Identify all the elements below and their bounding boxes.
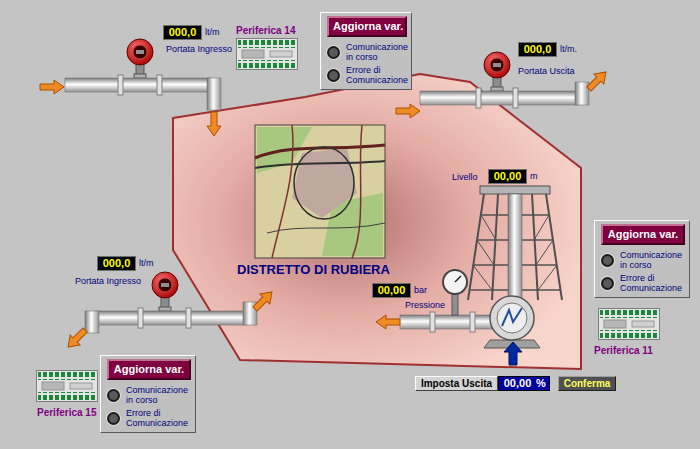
confirm-button: Conferma [558, 376, 616, 391]
status-row: Errore di Comunicazione [601, 273, 685, 293]
status-text: Errore di Comunicazione [346, 65, 408, 85]
field-label: lt/m [139, 258, 154, 269]
field-label: Livello [452, 172, 478, 183]
value-text: 000,0 [103, 257, 131, 269]
value-text: Imposta Uscita [421, 378, 492, 389]
comm-panel: Aggiorna var. Comunicazione in corsoError… [100, 355, 196, 433]
field-label: bar [414, 285, 427, 296]
status-row: Errore di Comunicazione [327, 65, 407, 85]
status-row: Comunicazione in corso [107, 385, 191, 405]
field-label: lt/m. [560, 44, 577, 55]
status-row: Errore di Comunicazione [107, 408, 191, 428]
status-row: Comunicazione in corso [601, 250, 685, 270]
unit-label: % [535, 376, 550, 391]
status-text: Comunicazione in corso [126, 385, 191, 405]
value-display: 00,00 [488, 169, 527, 184]
status-row: Comunicazione in corso [327, 42, 407, 62]
value-text: 00,00 [378, 284, 406, 296]
value-display: 000,0 [518, 42, 557, 57]
status-led [327, 69, 340, 82]
setpoint-input: 00,00 [498, 376, 535, 391]
field-label: m [530, 171, 538, 182]
update-button-text: Aggiorna var. [327, 16, 407, 37]
status-led [107, 389, 120, 402]
field-label: Portata Uscita [518, 66, 575, 77]
value-text: Conferma [564, 378, 611, 389]
status-led [601, 254, 614, 267]
device-name: Periferica 15 [37, 407, 97, 419]
status-led [327, 46, 340, 59]
status-led [601, 277, 614, 290]
field-label: Portata Ingresso [166, 44, 232, 55]
update-button-text: Aggiorna var. [601, 224, 685, 245]
field-label: Pressione [405, 300, 445, 311]
comm-panel: Aggiorna var. Comunicazione in corsoError… [594, 220, 690, 298]
command-button: Imposta Uscita [415, 376, 498, 391]
status-text: Comunicazione in corso [346, 42, 408, 62]
value-text: 00,00 [504, 377, 532, 389]
district-title: DISTRETTO DI RUBIERA [237, 262, 390, 278]
device-name: Periferica 11 [594, 345, 653, 357]
status-text: Comunicazione in corso [620, 250, 685, 270]
field-label: Portata Ingresso [75, 276, 141, 287]
plc-device [599, 309, 660, 340]
value-display: 000,0 [163, 25, 202, 40]
field-label: lt/m [205, 27, 220, 38]
status-led [107, 412, 120, 425]
value-display: 00,00 [372, 283, 411, 298]
value-display: 000,0 [97, 256, 136, 271]
district-map [255, 125, 385, 258]
comm-panel: Aggiorna var. Comunicazione in corsoError… [320, 12, 412, 90]
value-text: 000,0 [524, 43, 552, 55]
status-text: Errore di Comunicazione [126, 408, 191, 428]
device-name: Periferica 14 [236, 25, 296, 37]
status-text: Errore di Comunicazione [620, 273, 685, 293]
update-button-text: Aggiorna var. [107, 359, 191, 380]
value-text: 000,0 [169, 26, 197, 38]
value-text: 00,00 [494, 170, 522, 182]
